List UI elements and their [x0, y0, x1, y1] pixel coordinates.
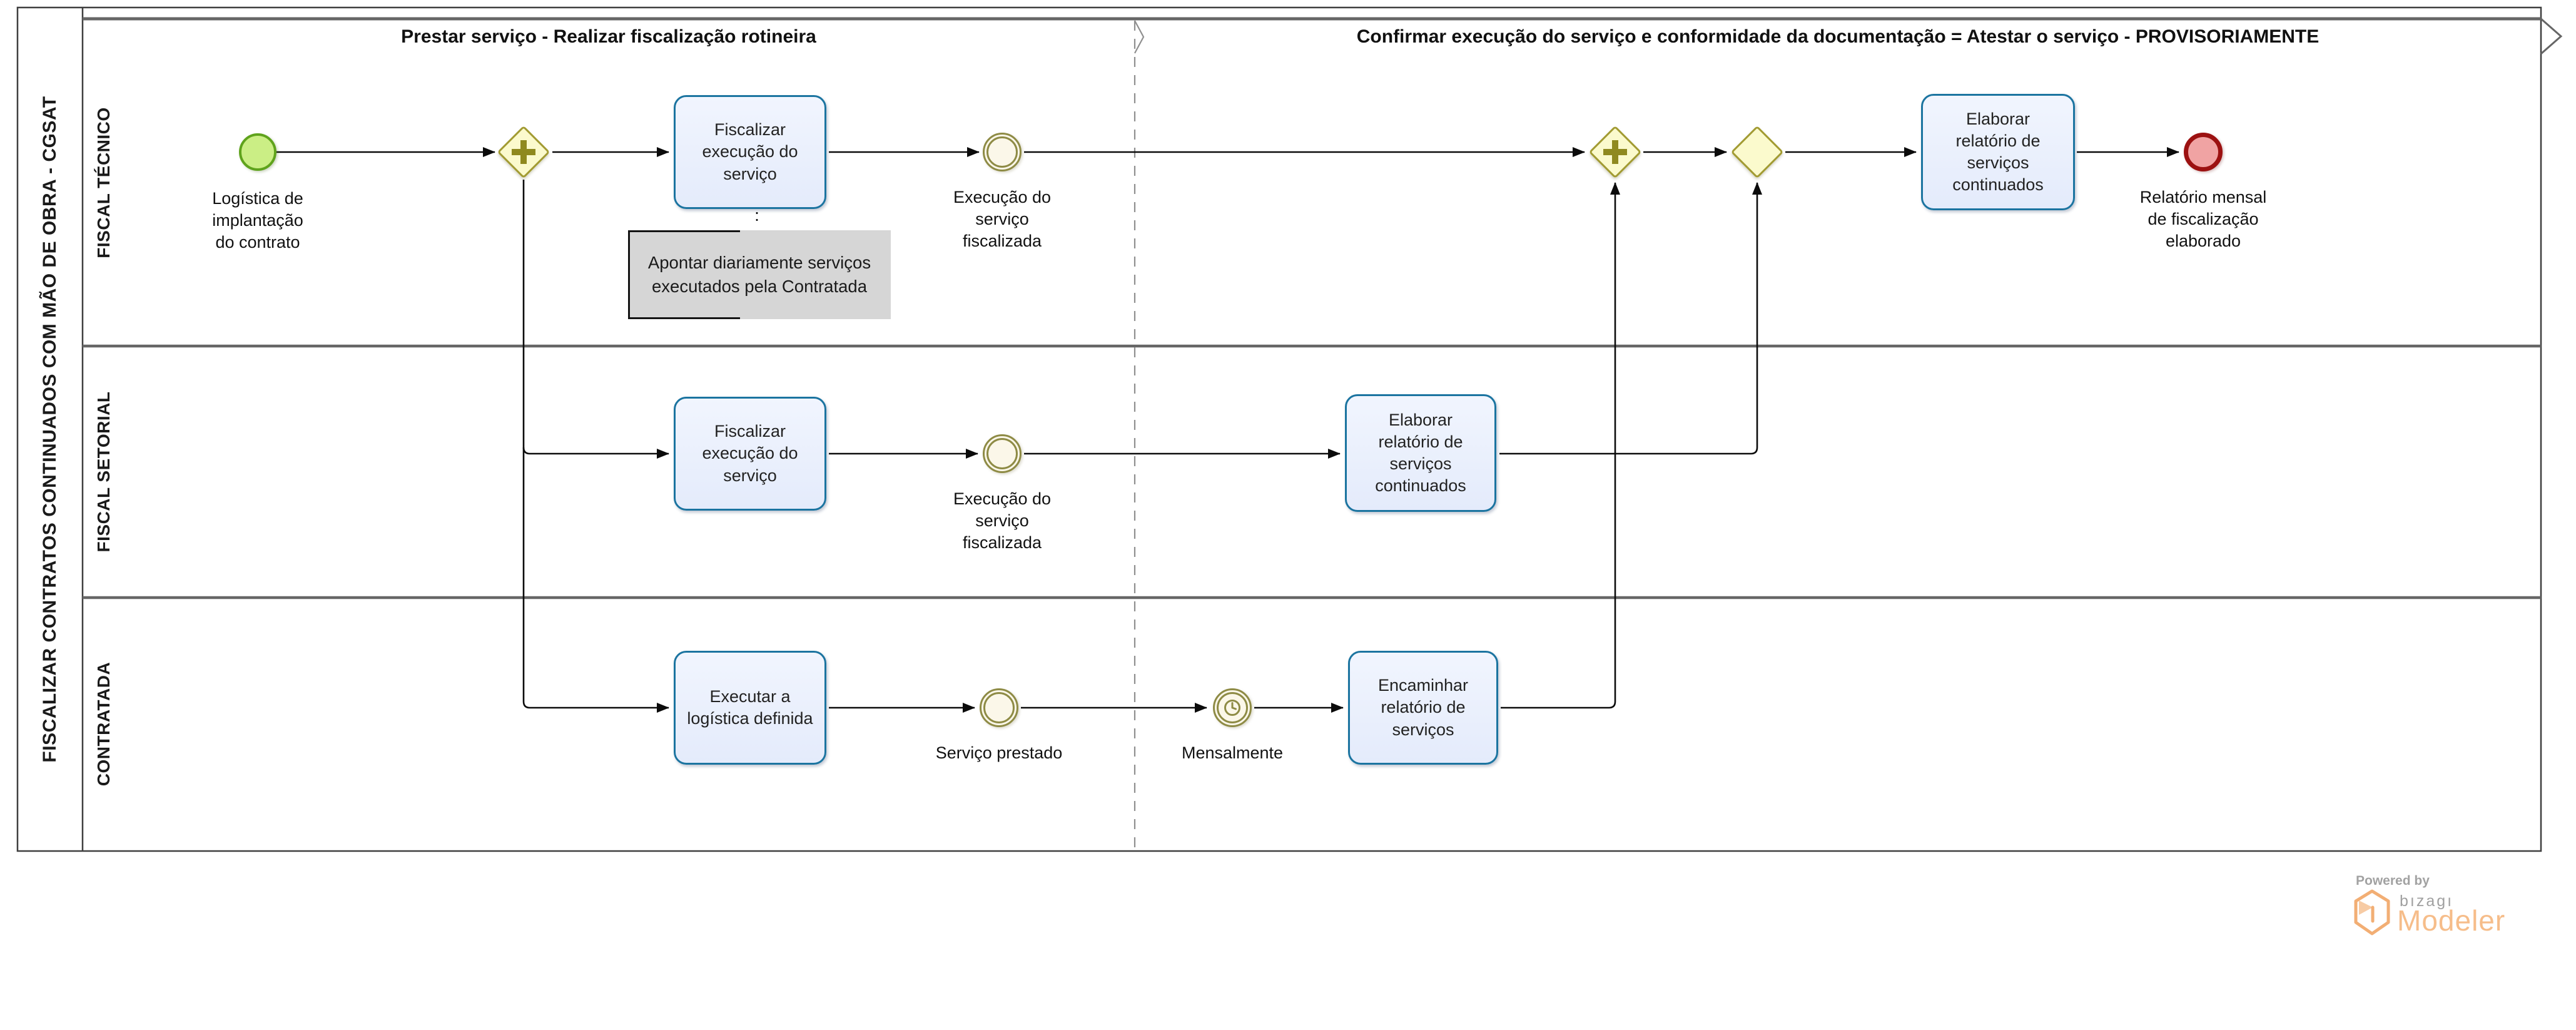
intermediate-ring-icon: [983, 692, 1015, 723]
task-executar-logistica: Executar a logística definida: [674, 651, 826, 765]
parallel-gateway-join: [1588, 125, 1642, 179]
annotation-text: Apontar diariamente serviços executados …: [647, 252, 871, 297]
intermediate-ring-icon: [986, 136, 1018, 168]
bizagi-logo-icon: [2354, 889, 2390, 936]
pool-title: FISCALIZAR CONTRATOS CONTINUADOS COM MÃO…: [39, 96, 60, 763]
start-event-label: Logística de implantação do contrato: [212, 189, 303, 252]
intermediate-event-label-setorial: Execução do serviço fiscalizada: [953, 489, 1052, 553]
intermediate-event-label-tecnico: Execução do serviço fiscalizada: [953, 188, 1052, 251]
annotation-bracket: [628, 230, 741, 319]
parallel-marker-icon: [507, 135, 540, 169]
task-fiscalizar-execucao-tecnico: Fiscalizar execução do serviço: [674, 95, 826, 209]
text-annotation: Apontar diariamente serviços executados …: [628, 230, 891, 319]
timer-event-label: Mensalmente: [1181, 743, 1284, 762]
task-elaborar-relatorio-setorial: Elaborar relatório de serviços continuad…: [1345, 394, 1496, 512]
task-elaborar-relatorio-tecnico: Elaborar relatório de serviços continuad…: [1921, 94, 2075, 210]
powered-by-label: Powered by: [2356, 874, 2430, 888]
phase-title-2: Confirmar execução do serviço e conformi…: [1356, 26, 2320, 47]
exclusive-gateway-merge: [1730, 125, 1784, 179]
bizagi-brand-label: bızagı: [2400, 892, 2454, 910]
modeler-product-label: Modeler: [2397, 904, 2506, 937]
end-event-label: Relatório mensal de fiscalização elabora…: [2139, 188, 2267, 251]
start-event: [239, 133, 276, 171]
task-fiscalizar-execucao-setorial: Fiscalizar execução do serviço: [674, 397, 826, 511]
lane-title-contratada: CONTRATADA: [94, 661, 113, 787]
timer-clock-icon: [1215, 690, 1250, 725]
parallel-marker-icon: [1598, 135, 1632, 169]
intermediate-ring-icon: [986, 438, 1018, 469]
servico-prestado-label: Serviço prestado: [935, 743, 1063, 762]
intermediate-event-fiscalizada-tecnico: [983, 133, 1022, 171]
lane-title-fiscal-tecnico: FISCAL TÉCNICO: [94, 107, 113, 258]
end-event: [2184, 133, 2223, 171]
timer-intermediate-event: [1213, 688, 1252, 727]
phase-title-1: Prestar serviço - Realizar fiscalização …: [401, 26, 816, 47]
intermediate-event-fiscalizada-setorial: [983, 434, 1022, 473]
intermediate-event-servico-prestado: [980, 688, 1018, 727]
intermediate-ring-icon: [1217, 692, 1248, 723]
task-encaminhar-relatorio: Encaminhar relatório de serviços: [1348, 651, 1498, 765]
parallel-gateway-split: [497, 125, 550, 179]
